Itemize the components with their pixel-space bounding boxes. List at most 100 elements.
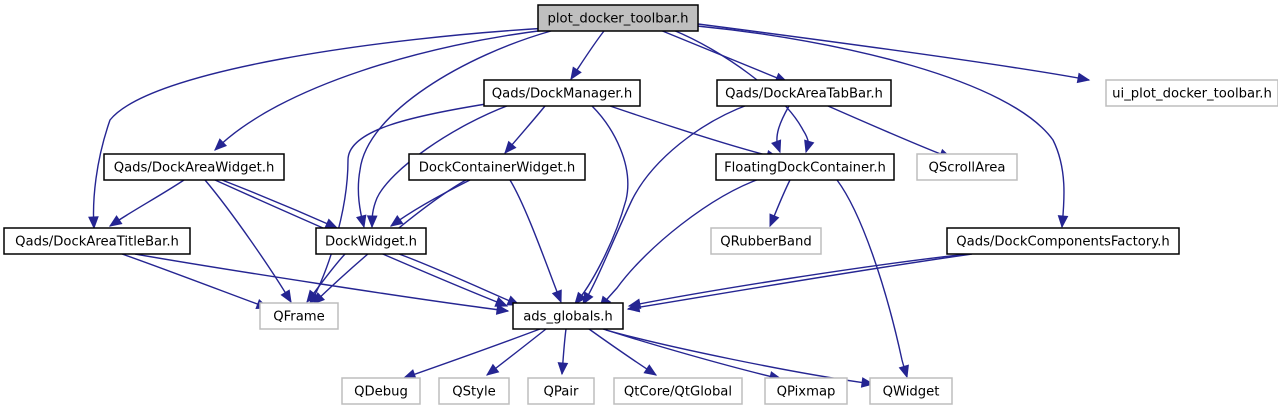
node-box[interactable]: [438, 377, 510, 405]
graph-edge-arrowhead: [769, 213, 780, 228]
node-box[interactable]: [408, 153, 586, 181]
graph-edge: [221, 179, 338, 229]
graph-node-qwidget[interactable]: QWidget: [869, 377, 953, 405]
node-label: QDebug: [354, 385, 408, 400]
graph-node-dock_manager[interactable]: Qads/DockManager.h: [483, 79, 641, 107]
graph-edge: [588, 328, 657, 376]
graph-edge-arrowhead: [557, 362, 569, 376]
node-box[interactable]: [259, 302, 339, 330]
graph-node-ads_globals[interactable]: ads_globals.h: [512, 302, 624, 330]
graph-node-dock_area_widget[interactable]: Qads/DockAreaWidget.h: [103, 153, 285, 181]
graph-node-dock_area_tab_bar[interactable]: Qads/DockAreaTabBar.h: [716, 79, 892, 107]
graph-edge-arrowhead: [366, 215, 378, 229]
graph-edge-arrowhead: [214, 138, 228, 151]
node-label: ui_plot_docker_toolbar.h: [1112, 87, 1272, 102]
node-box[interactable]: [527, 377, 595, 405]
node-box[interactable]: [946, 227, 1180, 255]
node-box[interactable]: [512, 302, 624, 330]
graph-node-dock_components_factory[interactable]: Qads/DockComponentsFactory.h: [946, 227, 1180, 255]
node-box[interactable]: [710, 227, 822, 255]
graph-edge-arrowhead: [627, 298, 642, 310]
node-label: plot_docker_toolbar.h: [547, 12, 688, 27]
graph-edge: [696, 25, 1065, 228]
node-box[interactable]: [341, 377, 421, 405]
node-label: QtCore/QtGlobal: [624, 385, 732, 400]
graph-edge-arrowhead: [1076, 72, 1091, 84]
node-box[interactable]: [537, 4, 699, 32]
node-box[interactable]: [483, 79, 641, 107]
graph-edge-arrowhead: [485, 363, 500, 376]
graph-edge: [609, 105, 779, 159]
node-label: Qads/DockAreaTabBar.h: [725, 87, 883, 102]
node-box[interactable]: [613, 377, 743, 405]
graph-edge: [109, 179, 185, 227]
graph-node-qscrollarea[interactable]: QScrollArea: [916, 153, 1018, 181]
graph-edge: [403, 328, 541, 379]
node-label: DockContainerWidget.h: [419, 161, 576, 176]
graph-edge-arrowhead: [570, 66, 582, 81]
node-label: DockWidget.h: [325, 235, 417, 250]
node-box[interactable]: [916, 153, 1018, 181]
graph-edge: [697, 23, 1090, 81]
graph-edge-arrowhead: [551, 289, 562, 304]
node-label: QWidget: [883, 385, 940, 400]
graph-edge: [628, 251, 987, 307]
graph-edge: [627, 253, 973, 310]
node-label: QRubberBand: [720, 235, 811, 250]
graph-edge-arrowhead: [312, 292, 326, 305]
graph-edge: [398, 253, 520, 306]
node-box[interactable]: [3, 227, 191, 255]
node-label: Qads/DockManager.h: [492, 87, 632, 102]
graph-node-floating_dock_container[interactable]: FloatingDockContainer.h: [715, 153, 895, 181]
node-label: QStyle: [452, 385, 496, 400]
graph-edge: [309, 103, 487, 305]
graph-node-dock_container_widget[interactable]: DockContainerWidget.h: [408, 153, 586, 181]
node-label: QFrame: [273, 310, 324, 325]
graph-edge-arrowhead: [495, 304, 510, 315]
graph-edge-arrowhead: [771, 139, 782, 154]
graph-node-dock_widget[interactable]: DockWidget.h: [315, 227, 427, 255]
graph-edge: [827, 105, 952, 159]
node-label: ads_globals.h: [523, 310, 613, 325]
graph-edge-arrowhead: [643, 364, 658, 376]
graph-edge: [204, 179, 292, 303]
graph-node-ui_plot_docker_toolbar[interactable]: ui_plot_docker_toolbar.h: [1105, 79, 1278, 107]
graph-edge: [92, 27, 549, 229]
graph-edge-arrowhead: [804, 139, 815, 154]
node-label: Qads/DockComponentsFactory.h: [956, 235, 1170, 250]
graph-edge-arrowhead: [356, 214, 367, 229]
node-box[interactable]: [715, 153, 895, 181]
graph-node-qpair[interactable]: QPair: [527, 377, 595, 405]
graph-edge: [605, 329, 874, 385]
graph-edge: [509, 179, 562, 303]
graph-node-qstyle[interactable]: QStyle: [438, 377, 510, 405]
graph-edge: [134, 253, 509, 312]
graph-edge: [574, 105, 629, 305]
graph-node-qpixmap[interactable]: QPixmap: [764, 377, 848, 405]
graph-edge-arrowhead: [494, 296, 509, 307]
graph-node-qrubberband[interactable]: QRubberBand: [710, 227, 822, 255]
graph-edge-arrowhead: [898, 364, 909, 379]
node-label: Qads/DockAreaWidget.h: [114, 161, 275, 176]
graph-node-plot_docker_toolbar[interactable]: plot_docker_toolbar.h: [537, 4, 699, 32]
graph-edge: [357, 30, 552, 228]
node-box[interactable]: [764, 377, 848, 405]
graph-edge: [582, 103, 751, 305]
node-label: FloatingDockContainer.h: [724, 161, 886, 176]
node-box[interactable]: [869, 377, 953, 405]
node-box[interactable]: [1105, 79, 1278, 107]
graph-node-qdebug[interactable]: QDebug: [341, 377, 421, 405]
graph-edge-arrowhead: [1057, 215, 1069, 229]
node-box[interactable]: [103, 153, 285, 181]
graph-node-dock_area_title_bar[interactable]: Qads/DockAreaTitleBar.h: [3, 227, 191, 255]
graph-edge-arrowhead: [280, 289, 292, 304]
node-box[interactable]: [315, 227, 427, 255]
graph-edge: [836, 179, 908, 378]
node-box[interactable]: [716, 79, 892, 107]
graph-node-qframe[interactable]: QFrame: [259, 302, 339, 330]
graph-node-qtcore_qtglobal[interactable]: QtCore/QtGlobal: [613, 377, 743, 405]
graph-edge-arrowhead: [306, 289, 319, 304]
graph-edge: [121, 253, 269, 309]
